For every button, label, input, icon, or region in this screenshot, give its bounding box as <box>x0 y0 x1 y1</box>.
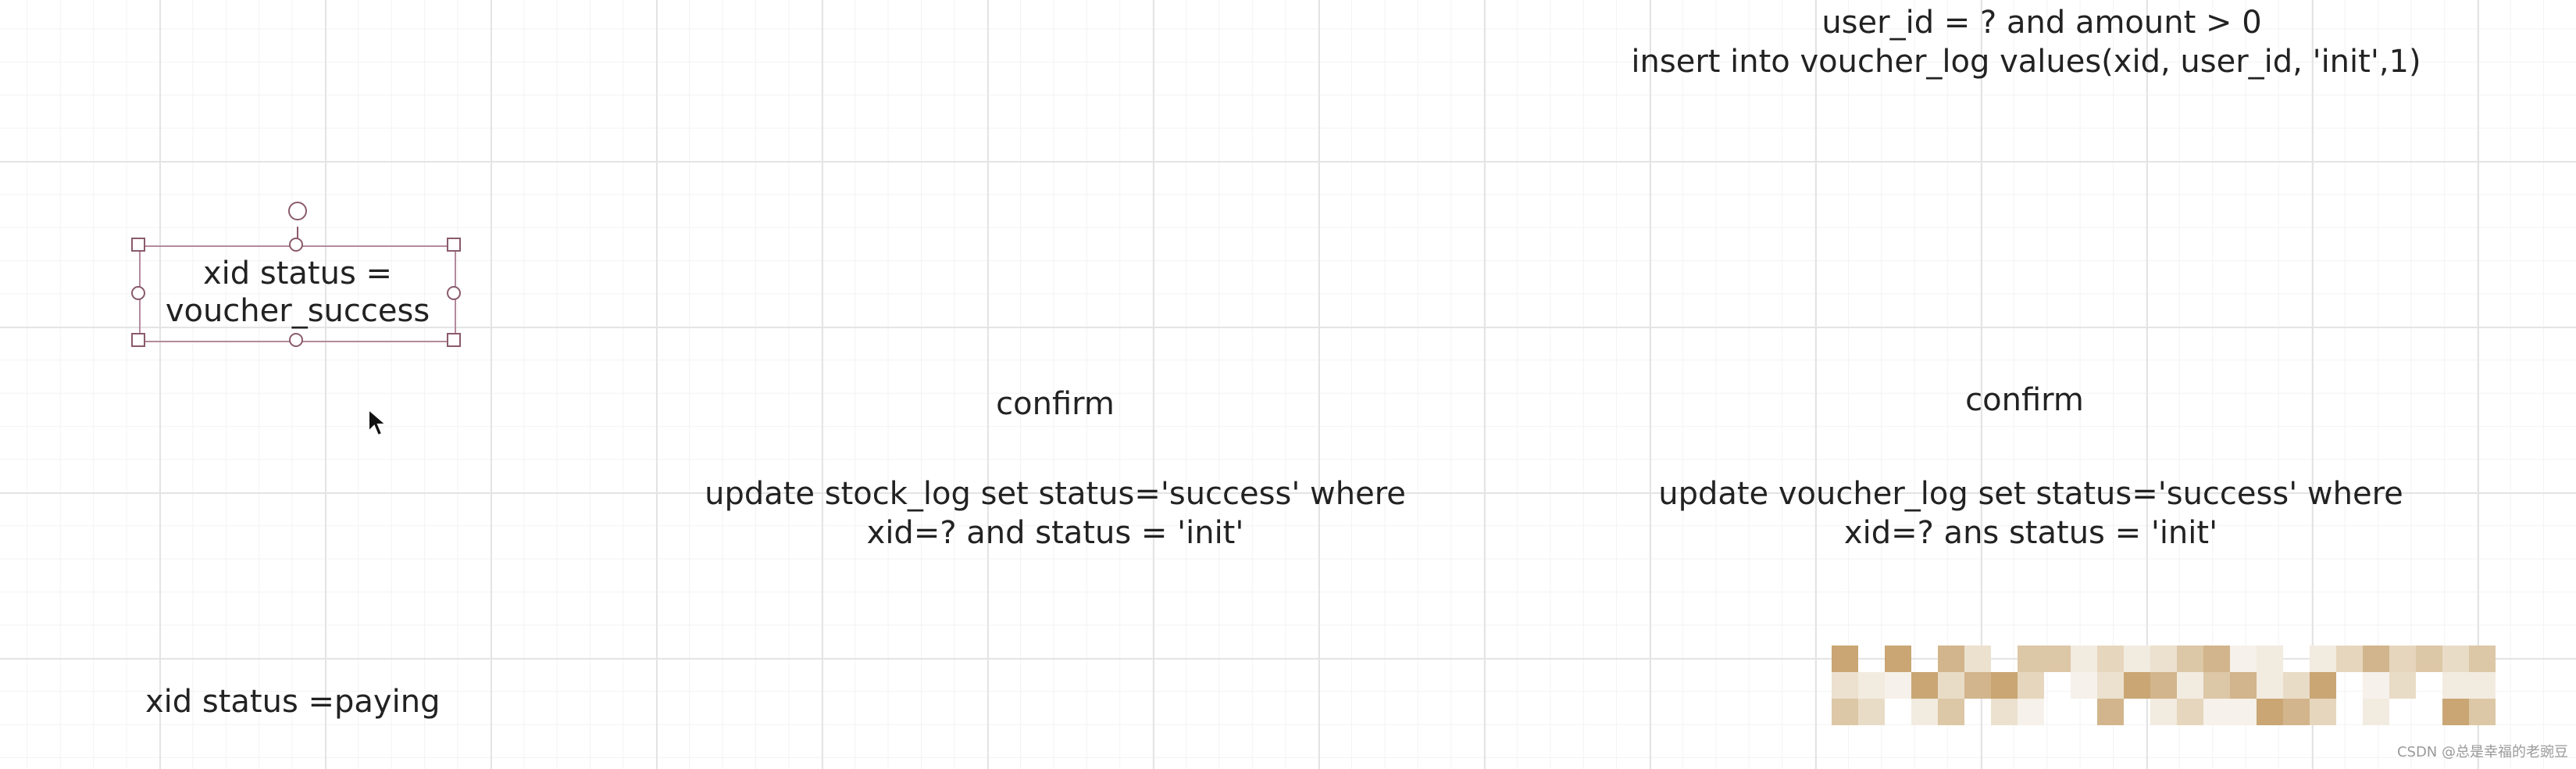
update-voucher-sql-line1: update voucher_log set status='success' … <box>1658 476 2403 512</box>
resize-handle-top-right[interactable] <box>447 238 461 252</box>
selected-text-shape[interactable]: xid status = voucher_success <box>131 202 461 347</box>
sql-insert-text: insert into voucher_log values(xid, user… <box>1631 44 2421 80</box>
shape-label-line2: voucher_success <box>165 293 430 329</box>
resize-handle-top[interactable] <box>289 238 303 252</box>
resize-handle-left[interactable] <box>131 286 145 300</box>
resize-handle-bottom[interactable] <box>289 333 303 347</box>
shape-label: xid status = voucher_success <box>139 255 456 330</box>
rotate-handle[interactable] <box>288 202 307 220</box>
resize-handle-bottom-right[interactable] <box>447 333 461 347</box>
mouse-cursor-icon <box>368 408 388 437</box>
update-voucher-sql-line2: xid=? ans status = 'init' <box>1843 515 2218 551</box>
csdn-watermark: CSDN @总是幸福的老豌豆 <box>2396 744 2568 760</box>
update-stock-sql-line2: xid=? and status = 'init' <box>866 515 1244 551</box>
rotate-handle-stem <box>297 227 298 245</box>
xid-status-paying-text: xid status =paying <box>145 684 441 720</box>
update-stock-sql-line1: update stock_log set status='success' wh… <box>705 476 1406 512</box>
sql-condition-text: user_id = ? and amount > 0 <box>1821 5 2262 41</box>
shape-label-line1: xid status = <box>202 256 393 292</box>
confirm-label-right: confirm <box>1965 382 2084 418</box>
pixelated-redaction <box>1832 646 2496 725</box>
confirm-label-left: confirm <box>996 386 1115 422</box>
resize-handle-top-left[interactable] <box>131 238 145 252</box>
resize-handle-right[interactable] <box>447 286 461 300</box>
resize-handle-bottom-left[interactable] <box>131 333 145 347</box>
